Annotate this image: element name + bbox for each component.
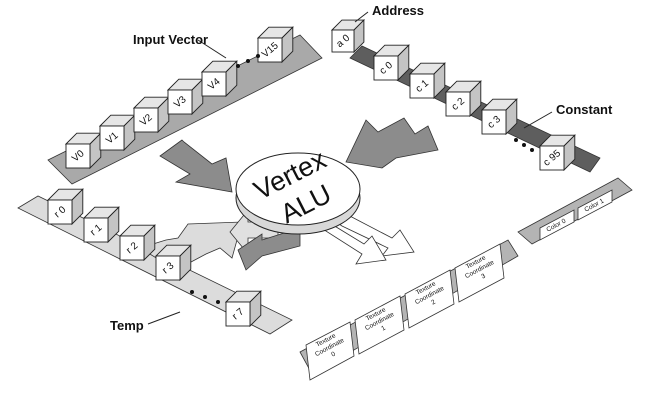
input-vector-cube-4: V4 (200, 60, 238, 98)
constant-ellipsis (514, 138, 534, 152)
address-cube: a 0 (330, 19, 365, 54)
color-output-panel: Color 0 Color 1 (517, 177, 633, 245)
texture-output-0-line3: 0 (330, 351, 337, 359)
right-output-arrow (335, 213, 415, 257)
input-vector-leader (197, 39, 227, 59)
temp-cube-0: r 0 (46, 188, 84, 226)
temp-leader (147, 311, 181, 325)
temp-ellipsis (190, 290, 220, 304)
constant-cubes: c 0c 1c 2c 3 c 95 (372, 44, 576, 172)
address-label: Address (372, 3, 424, 18)
temp-label: Temp (110, 318, 144, 333)
input-vector-cube-1: V1 (98, 114, 136, 152)
input-vector-cube-0: V0 (64, 132, 102, 170)
temp-cube-4: r 7 (224, 290, 262, 328)
constant-cube-2: c 2 (444, 80, 482, 118)
address-leader (354, 11, 369, 23)
vertex-alu: Vertex ALU (235, 144, 361, 235)
constant-label: Constant (556, 102, 613, 117)
input-arrow (159, 139, 233, 193)
texture-output-3-line3: 3 (480, 273, 487, 281)
input-vector-cube-2: V2 (132, 96, 170, 134)
temp-cube-1: r 1 (82, 206, 120, 244)
constant-cube-3: c 3 (480, 98, 518, 136)
constant-cube-1: c 1 (408, 62, 446, 100)
left-output-arrow (237, 227, 301, 271)
input-ellipsis (236, 54, 260, 68)
constant-cube-4: c 95 (538, 134, 576, 172)
constant-leader (523, 111, 553, 129)
texture-output-panel (299, 239, 519, 381)
constant-arrow (345, 117, 439, 169)
texture-output-2-line3: 2 (430, 299, 437, 307)
temp-cube-3: r 3 (154, 244, 192, 282)
texture-output-1-line3: 1 (380, 325, 387, 333)
input-vector-label: Input Vector (133, 32, 208, 47)
input-vector-cube-3: V3 (166, 78, 204, 116)
input-vector-cube-5: V15 (256, 26, 294, 64)
temp-cube-2: r 2 (118, 224, 156, 262)
address-cube-group: a 0 (330, 19, 365, 54)
constant-cube-0: c 0 (372, 44, 410, 82)
temp-cubes: r 0r 1r 2r 3 r 7 (46, 188, 262, 328)
